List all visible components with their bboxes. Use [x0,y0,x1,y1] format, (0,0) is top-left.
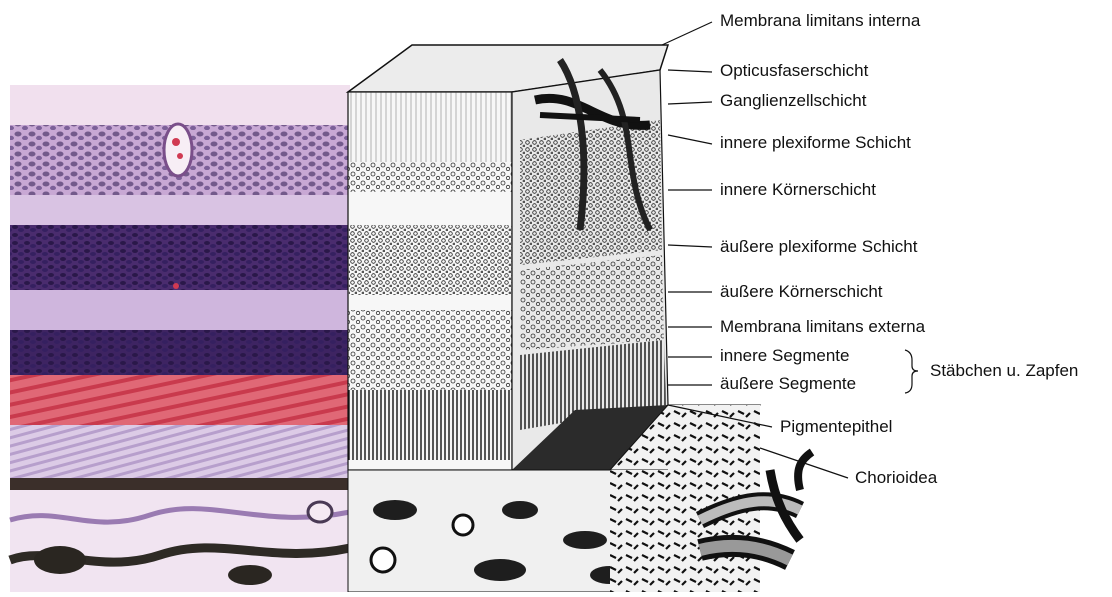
label-aeussere-koernerschicht: äußere Körnerschicht [720,282,883,302]
label-membrana-limitans-externa: Membrana limitans externa [720,317,925,337]
leader-aeussere-plexiforme [668,245,712,247]
label-innere-plexiforme-schicht: innere plexiforme Schicht [720,133,911,153]
label-ganglienzellschicht: Ganglienzellschicht [720,91,866,111]
leader-opticusfaserschicht [668,70,712,72]
label-aeussere-segmente: äußere Segmente [720,374,856,394]
leader-innere-plexiforme [668,135,712,144]
label-aeussere-plexiforme-schicht: äußere plexiforme Schicht [720,237,917,257]
leader-ganglienzellschicht [668,102,712,104]
label-pigmentepithel: Pigmentepithel [780,417,892,437]
label-innere-segmente: innere Segmente [720,346,849,366]
label-opticusfaserschicht: Opticusfaserschicht [720,61,868,81]
label-innere-koernerschicht: innere Körnerschicht [720,180,876,200]
label-staebchen-u-zapfen: Stäbchen u. Zapfen [930,361,1078,381]
label-membrana-limitans-interna: Membrana limitans interna [720,11,920,31]
leader-membrana-limitans-interna [662,22,712,45]
brace [905,350,918,393]
label-chorioidea: Chorioidea [855,468,937,488]
histology-micrograph [10,85,350,592]
